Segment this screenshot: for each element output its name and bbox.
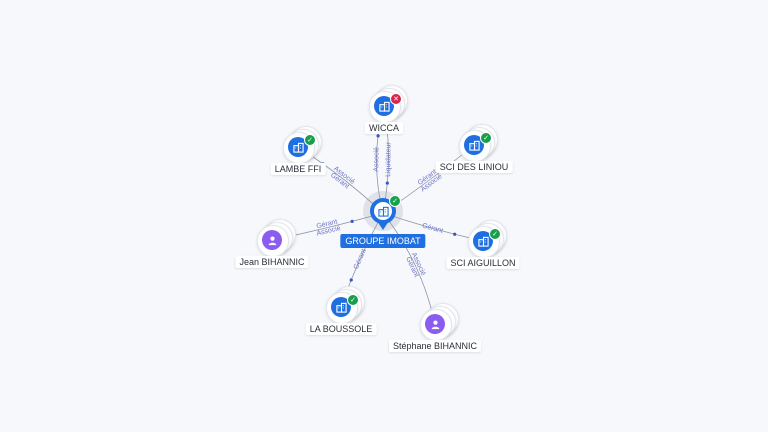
node-label: LAMBE FFI	[270, 163, 326, 175]
check-icon: ✓	[304, 134, 316, 146]
building-icon	[374, 96, 394, 116]
node-label: Stéphane BIHANNIC	[388, 340, 482, 352]
building-icon	[331, 297, 351, 317]
node-label: WICCA	[365, 122, 403, 134]
close-icon: ✕	[390, 93, 402, 105]
person-icon	[262, 230, 282, 250]
building-icon	[288, 137, 308, 157]
edge-label: Liquidateur	[385, 142, 392, 177]
node-label: SCI DES LINIOU	[435, 161, 513, 173]
node-label: Jean BIHANNIC	[235, 256, 309, 268]
person-icon	[425, 314, 445, 334]
building-icon	[464, 135, 484, 155]
edge-label: Gérant	[316, 219, 339, 231]
edge-arrow	[349, 278, 353, 282]
node-label: GROUPE IMOBAT	[340, 234, 426, 248]
pin-tip	[377, 221, 389, 230]
edge-arrow	[376, 134, 380, 138]
edge-arrow	[453, 232, 457, 236]
edge-label: Gérant	[421, 222, 444, 235]
node-label: SCI AIGUILLON	[446, 257, 520, 269]
edge-arrow	[385, 181, 389, 185]
edge-arrow	[350, 219, 354, 223]
check-icon: ✓	[347, 294, 359, 306]
building-icon	[374, 202, 392, 220]
node-label: LA BOUSSOLE	[305, 323, 377, 335]
edge-label: Gérant	[353, 248, 368, 270]
check-icon: ✓	[489, 228, 501, 240]
check-icon: ✓	[389, 195, 401, 207]
check-icon: ✓	[480, 132, 492, 144]
building-icon	[473, 231, 493, 251]
edge-label: Associé	[373, 147, 380, 172]
